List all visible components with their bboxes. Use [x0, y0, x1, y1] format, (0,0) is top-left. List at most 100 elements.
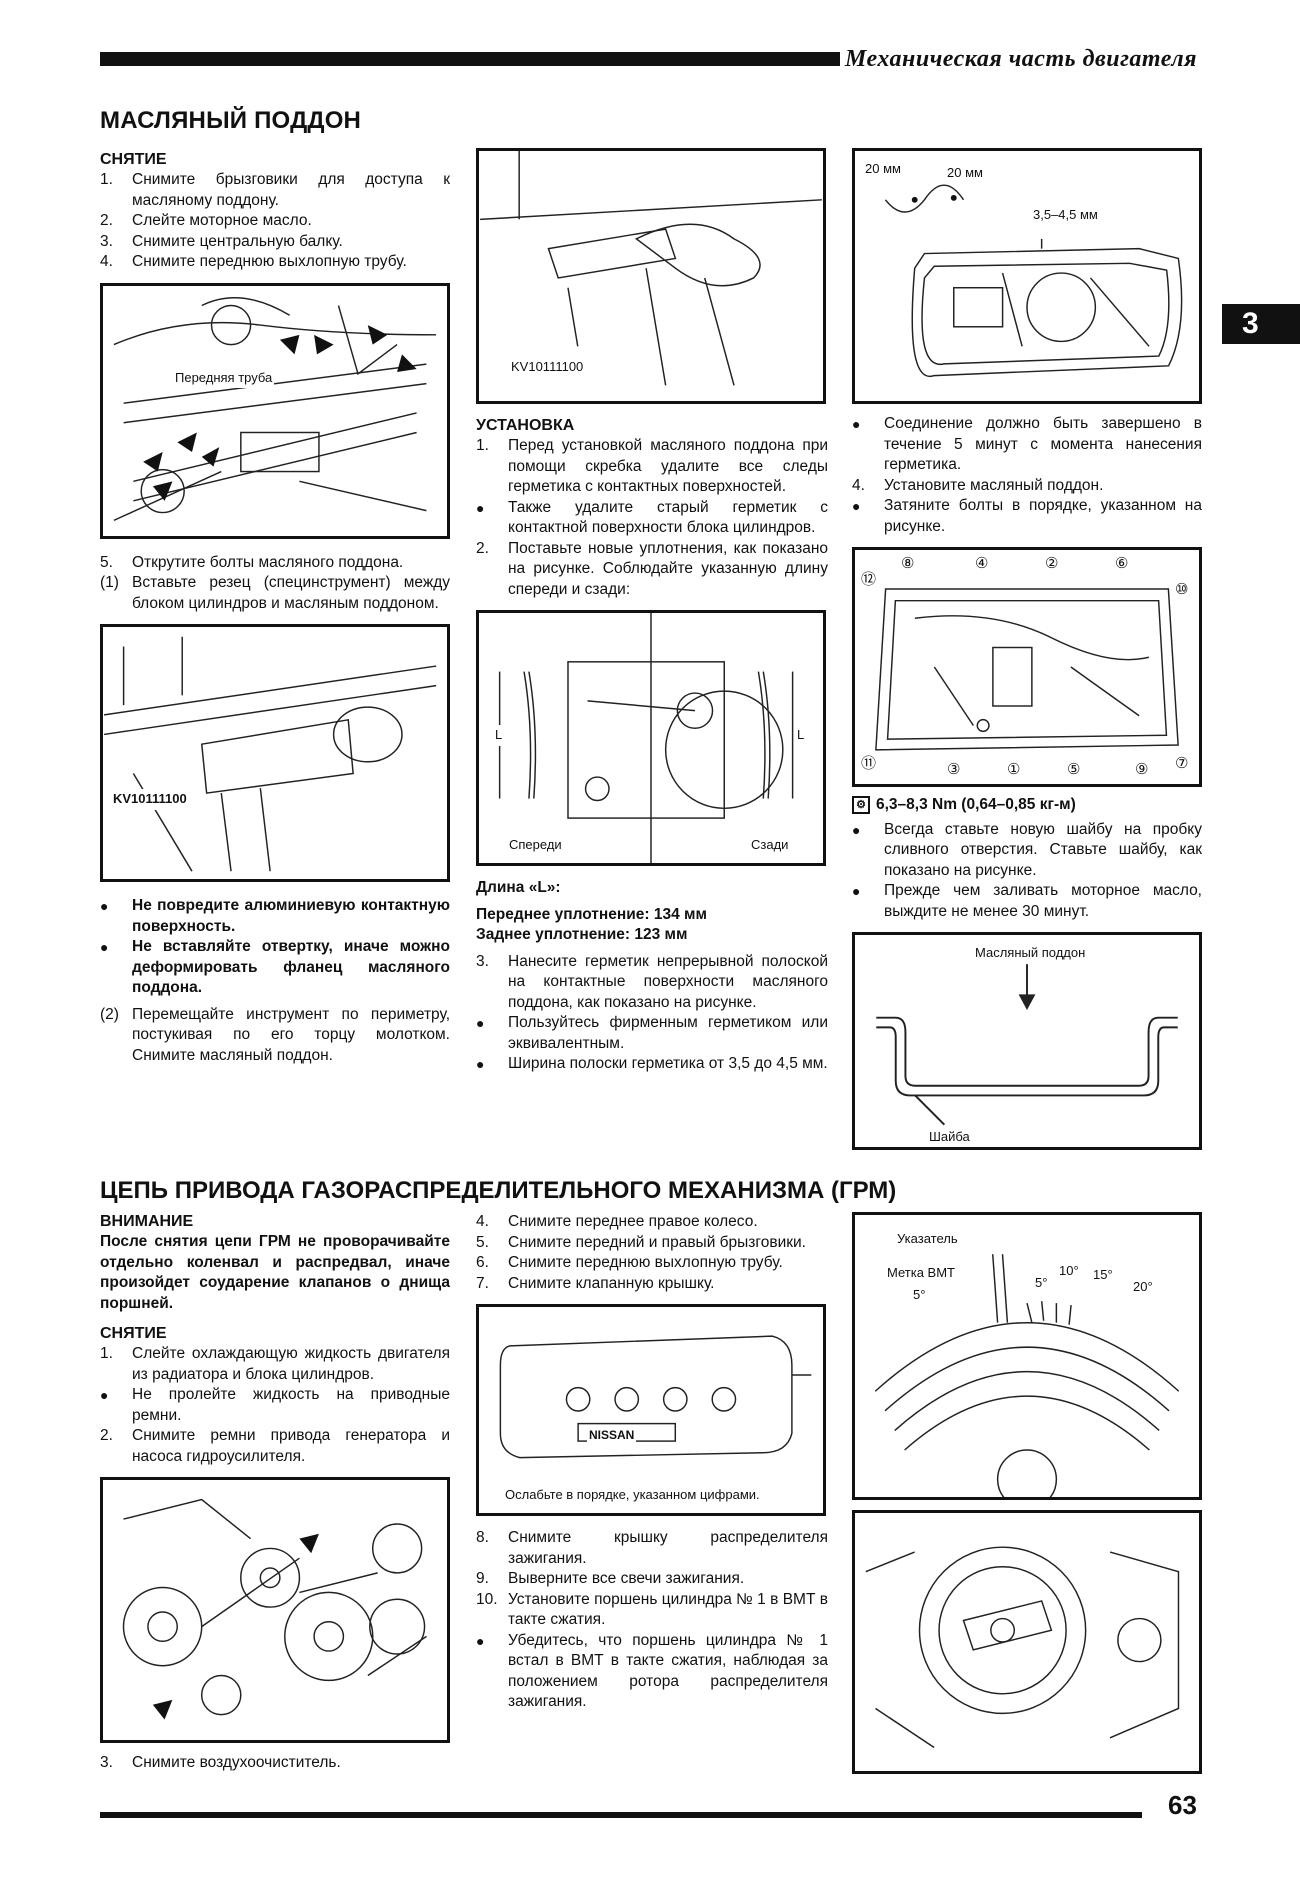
list-item: ●Не вставляйте отвертку, иначе можно деф…	[100, 937, 450, 999]
bolt-order-number: ①	[1005, 760, 1023, 781]
list-marker: ●	[100, 898, 109, 914]
timing-removal-heading: СНЯТИЕ	[100, 1325, 167, 1342]
list-item: 4.Установите масляный поддон.	[852, 476, 1202, 497]
list-text: Снимите клапанную крышку.	[508, 1274, 715, 1292]
removal-steps: 1. Снимите брызговики для доступа к масля…	[100, 170, 450, 273]
oil-pan-sealant-column: 20 мм 20 мм 3,5–4,5 мм ●Соединение должн…	[852, 148, 1202, 1150]
timing-removal-step-3: 3.Снимите воздухоочиститель.	[100, 1753, 450, 1774]
list-text: Снимите переднюю выхлопную трубу.	[508, 1254, 783, 1271]
list-item: 6.Снимите переднюю выхлопную трубу.	[476, 1253, 828, 1274]
page-number: 63	[1168, 1790, 1197, 1820]
removal-steps-2: 5.Открутите болты масляного поддона.(1)В…	[100, 553, 450, 615]
list-item: ●Прежде чем заливать моторное масло, выж…	[852, 881, 1202, 922]
footer-rule	[100, 1812, 1142, 1818]
chapter-tab[interactable]: 3	[1222, 304, 1300, 344]
valve-cover-brand: NISSAN	[587, 1425, 637, 1446]
fig4-rear-label: Сзади	[749, 835, 791, 856]
list-text: Выверните все свечи зажигания.	[508, 1570, 745, 1587]
timing-removal-steps: 1.Слейте охлаждающую жидкость двигателя …	[100, 1344, 450, 1467]
list-text: Всегда ставьте новую шайбу на пробку сли…	[884, 820, 1202, 879]
figure-drive-belts	[100, 1477, 450, 1743]
length-title: Длина «L»:	[476, 879, 561, 896]
list-marker: ●	[852, 821, 861, 838]
fig2-tool-label: KV10111100	[111, 789, 189, 810]
list-text: Открутите болты масляного поддона.	[132, 553, 404, 571]
list-item: 1. Снимите брызговики для доступа к масля…	[100, 170, 450, 211]
bolt-order-number: ②	[1043, 554, 1061, 575]
list-item: ●Соединение должно быть завершено в тече…	[852, 414, 1202, 476]
valve-cover-caption: Ослабьте в порядке, указанном цифрами.	[503, 1485, 762, 1506]
figure-drain-washer: Масляный поддон Шайба	[852, 932, 1202, 1150]
list-text: Перед установкой масляного поддона при п…	[508, 437, 828, 495]
bolt-order-number: ⑦	[1173, 754, 1191, 775]
list-marker: 10.	[476, 1590, 498, 1608]
figure-crank-pulley-marks: Указатель Метка ВМТ 5° 5° 10° 15° 20°	[852, 1212, 1202, 1500]
list-text: Прежде чем заливать моторное масло, выжд…	[884, 882, 1202, 920]
fig1-label: Передняя труба	[173, 367, 275, 388]
list-text: Снимите брызговики для доступа к масляно…	[132, 171, 450, 209]
list-text: Затяните болты в порядке, указанном на р…	[884, 497, 1202, 535]
list-marker: 5.	[476, 1233, 489, 1251]
list-item: 2. Поставьте новые уплотнения, как показа…	[476, 539, 828, 601]
right-steps: ●Соединение должно быть завершено в тече…	[852, 414, 1202, 537]
list-text: Снимите крышку распределителя зажигания.	[508, 1529, 828, 1567]
list-item: ● Затяните болты в порядке, указанном на …	[852, 496, 1202, 537]
pulley-deg-10: 10°	[1057, 1261, 1081, 1282]
pulley-deg-15: 15°	[1091, 1265, 1115, 1286]
list-text: Снимите центральную балку.	[132, 232, 343, 250]
list-marker: 7.	[476, 1274, 489, 1292]
list-item: ●Ширина полоски герметика от 3,5 до 4,5 …	[476, 1054, 828, 1075]
list-item: 1.Слейте охлаждающую жидкость двигателя …	[100, 1344, 450, 1385]
list-item: 1.Перед установкой масляного поддона при…	[476, 436, 828, 498]
fig4-length-left: L	[493, 725, 505, 746]
list-text: Не вставляйте отвертку, иначе можно дефо…	[132, 938, 450, 996]
list-marker: ●	[476, 1056, 485, 1072]
bolt-order-number: ③	[945, 760, 963, 781]
timing-mid-steps: 4.Снимите переднее правое колесо.5.Сними…	[476, 1212, 828, 1294]
list-marker: 2.	[476, 539, 489, 557]
list-marker: ●	[852, 498, 861, 514]
figure-tapping-tool: KV10111100	[476, 148, 826, 404]
figure-sealant-bead: 20 мм 20 мм 3,5–4,5 мм	[852, 148, 1202, 404]
list-marker: ●	[476, 1632, 485, 1649]
list-text: Снимите переднюю выхлопную трубу.	[132, 253, 407, 270]
list-item: ● Убедитесь, что поршень цилиндра № 1 вст…	[476, 1631, 828, 1713]
figure-exhaust-pipe: Передняя труба	[100, 282, 450, 539]
section-header-title: Механическая часть двигателя	[845, 46, 1198, 72]
list-marker: 2.	[100, 212, 113, 229]
list-text: Не повредите алюминиевую контактную пове…	[132, 897, 450, 935]
rear-seal-length: Заднее уплотнение: 123 мм	[476, 926, 688, 943]
list-text: Не пролейте жидкость на приводные ремни.	[132, 1386, 450, 1424]
pulley-deg-5: 5°	[1033, 1273, 1050, 1294]
figure-valve-cover: NISSAN Ослабьте в порядке, указанном циф…	[476, 1304, 826, 1516]
list-marker: 2.	[100, 1427, 113, 1444]
list-item: ●Не пролейте жидкость на приводные ремни…	[100, 1385, 450, 1426]
list-text: Убедитесь, что поршень цилиндра № 1 вста…	[508, 1631, 828, 1711]
list-text: Вставьте резец (специнструмент) между бл…	[132, 574, 450, 612]
timing-right-column: Указатель Метка ВМТ 5° 5° 10° 15° 20°	[852, 1212, 1202, 1774]
list-text: Снимите переднее правое колесо.	[508, 1213, 758, 1230]
list-text: Установите поршень цилиндра № 1 в ВМТ в …	[508, 1590, 828, 1629]
list-item: ●Пользуйтесь фирменным герметиком или эк…	[476, 1013, 828, 1054]
install-steps-2: 3.Нанесите герметик непрерывной полоской…	[476, 952, 828, 1075]
oil-pan-install-column: KV10111100 УСТАНОВКА 1.Перед установкой …	[476, 148, 828, 1075]
fig7-washer-label: Шайба	[927, 1127, 972, 1147]
list-marker: 1.	[100, 171, 113, 188]
timing-mid-steps-2: 8.Снимите крышку распределителя зажигани…	[476, 1528, 828, 1713]
list-item: 2.Снимите ремни привода генератора и нас…	[100, 1426, 450, 1467]
list-item: ● Всегда ставьте новую шайбу на пробку сл…	[852, 820, 1202, 882]
list-text: Также удалите старый герметик с контактн…	[508, 498, 828, 537]
attention-text: После снятия цепи ГРМ не проворачивайте …	[100, 1233, 450, 1312]
list-item: 3.Нанесите герметик непрерывной полоской…	[476, 952, 828, 1014]
pulley-deg-5-left: 5°	[911, 1285, 928, 1306]
list-text: Поставьте новые уплотнения, как показано…	[508, 539, 828, 598]
pulley-pointer-label: Указатель	[895, 1229, 960, 1250]
list-item: ● Не повредите алюминиевую контактную пов…	[100, 896, 450, 937]
fig5-dim-1: 20 мм	[863, 159, 903, 180]
list-text: Снимите передний и правый брызговики.	[508, 1233, 806, 1251]
torque-value: 6,3–8,3 Nm (0,64–0,85 кг-м)	[876, 796, 1076, 813]
list-text: Снимите воздухоочиститель.	[132, 1754, 341, 1771]
install-steps: 1.Перед установкой масляного поддона при…	[476, 436, 828, 600]
bolt-order-number: ⑥	[1113, 554, 1131, 575]
